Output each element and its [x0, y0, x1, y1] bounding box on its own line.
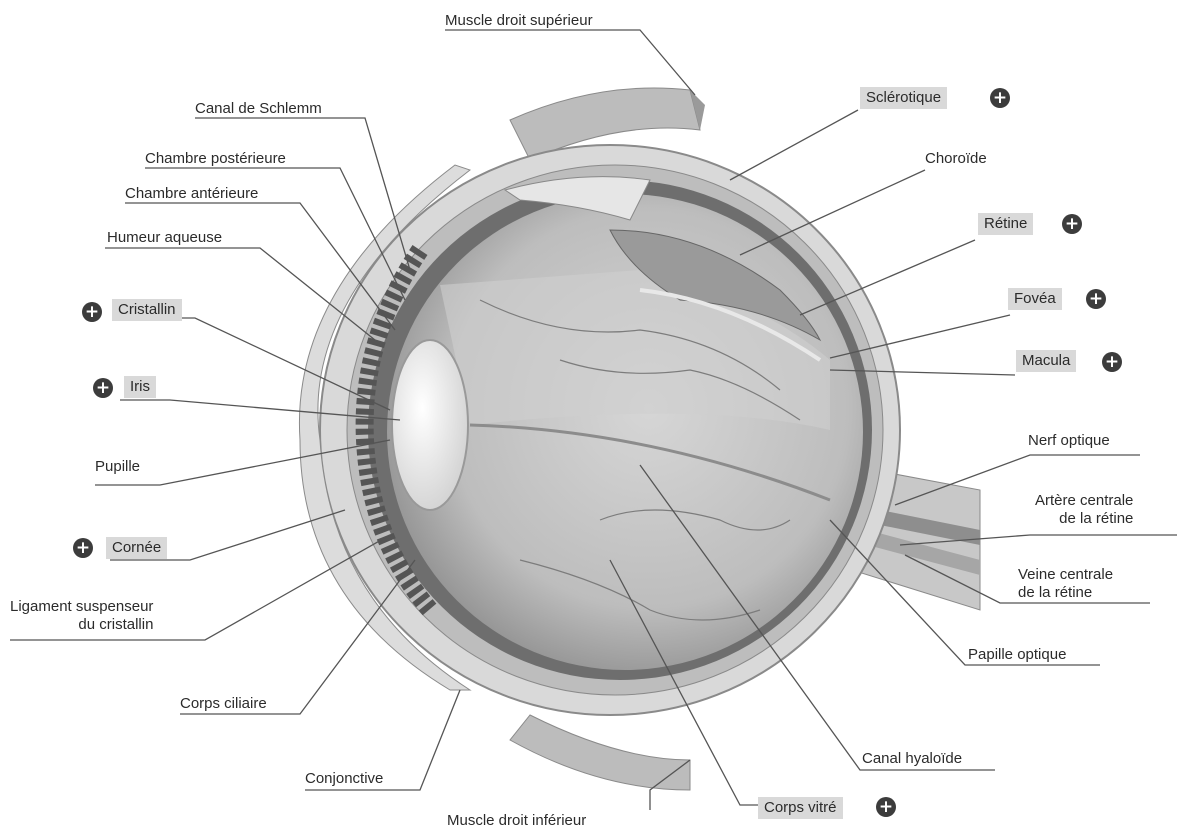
- lens-shape: [392, 340, 468, 510]
- label-cornee: Cornée: [106, 537, 167, 559]
- expand-cristallin-icon[interactable]: +: [82, 302, 102, 322]
- expand-cornee-icon[interactable]: +: [73, 538, 93, 558]
- label-macula: Macula: [1016, 350, 1076, 372]
- label-corps-ciliaire: Corps ciliaire: [180, 695, 267, 713]
- muscle-droit-inferieur-shape: [510, 715, 690, 790]
- label-fovea: Fovéa: [1008, 288, 1062, 310]
- label-chambre-posterieure: Chambre postérieure: [145, 150, 286, 168]
- label-canal-hyaloide: Canal hyaloïde: [862, 750, 962, 768]
- label-sclerotique: Sclérotique: [860, 87, 947, 109]
- label-chambre-anterieure: Chambre antérieure: [125, 185, 258, 203]
- expand-fovea-icon[interactable]: +: [1086, 289, 1106, 309]
- expand-corps-vitre-icon[interactable]: +: [876, 797, 896, 817]
- expand-sclerotique-icon[interactable]: +: [990, 88, 1010, 108]
- label-canal-de-schlemm: Canal de Schlemm: [195, 100, 322, 118]
- expand-iris-icon[interactable]: +: [93, 378, 113, 398]
- label-papille-optique: Papille optique: [968, 646, 1066, 664]
- expand-retine-icon[interactable]: +: [1062, 214, 1082, 234]
- label-ligament-suspenseur: Ligament suspenseur du cristallin: [10, 598, 153, 634]
- label-nerf-optique: Nerf optique: [1028, 432, 1110, 450]
- label-iris: Iris: [124, 376, 156, 398]
- expand-macula-icon[interactable]: +: [1102, 352, 1122, 372]
- label-humeur-aqueuse: Humeur aqueuse: [107, 229, 222, 247]
- label-veine-centrale: Veine centrale de la rétine: [1018, 566, 1113, 602]
- label-artere-centrale: Artère centrale de la rétine: [1035, 492, 1133, 528]
- label-pupille: Pupille: [95, 458, 140, 476]
- label-corps-vitre: Corps vitré: [758, 797, 843, 819]
- label-retine: Rétine: [978, 213, 1033, 235]
- label-conjonctive: Conjonctive: [305, 770, 383, 788]
- label-choroide: Choroïde: [925, 150, 987, 168]
- label-muscle-droit-inferieur: Muscle droit inférieur: [447, 812, 586, 830]
- label-muscle-droit-superieur: Muscle droit supérieur: [445, 12, 593, 30]
- label-cristallin: Cristallin: [112, 299, 182, 321]
